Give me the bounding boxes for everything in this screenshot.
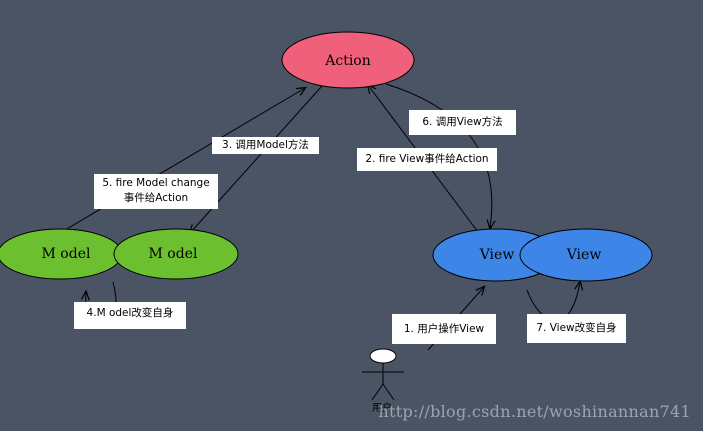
label-model-self: 4.M odel改变自身 xyxy=(74,302,186,329)
view-node-left-label: View xyxy=(479,247,515,263)
label-view-self-text: 7. View改变自身 xyxy=(536,322,617,334)
model-node-right-label: M odel xyxy=(149,246,198,262)
user-actor-label: 用户 xyxy=(372,403,392,414)
label-fire-view-event: 2. fire View事件给Action xyxy=(357,148,497,171)
model-node-right xyxy=(113,228,239,280)
edge-model-to-action xyxy=(59,88,305,234)
label-user-op: 1. 用户操作View xyxy=(392,314,496,344)
label-call-model-text: 3. 调用Model方法 xyxy=(222,139,309,151)
watermark: http://blog.csdn.net/woshinannan741 xyxy=(378,402,691,421)
label-call-model: 3. 调用Model方法 xyxy=(212,137,319,154)
action-node xyxy=(281,31,415,89)
model-node-left-label: M odel xyxy=(42,246,91,262)
edge-action-to-view xyxy=(385,83,492,228)
view-node-right xyxy=(519,228,653,282)
label-fire-model-change-line1: 5. fire Model change xyxy=(102,177,210,189)
label-fire-model-change-line2: 事件给Action xyxy=(123,192,189,204)
label-fire-view-event-text: 2. fire View事件给Action xyxy=(365,153,489,165)
label-user-op-text: 1. 用户操作View xyxy=(403,323,485,335)
label-call-view: 6. 调用View方法 xyxy=(409,110,516,135)
label-call-view-text: 6. 调用View方法 xyxy=(422,116,503,128)
label-fire-model-change: 5. fire Model change 事件给Action xyxy=(94,174,218,209)
action-node-label: Action xyxy=(324,53,371,69)
label-model-self-text: 4.M odel改变自身 xyxy=(86,307,174,319)
edge-action-to-model xyxy=(190,85,323,233)
user-actor-icon xyxy=(362,348,404,401)
label-view-self: 7. View改变自身 xyxy=(527,314,626,343)
view-node-right-label: View xyxy=(566,247,602,263)
